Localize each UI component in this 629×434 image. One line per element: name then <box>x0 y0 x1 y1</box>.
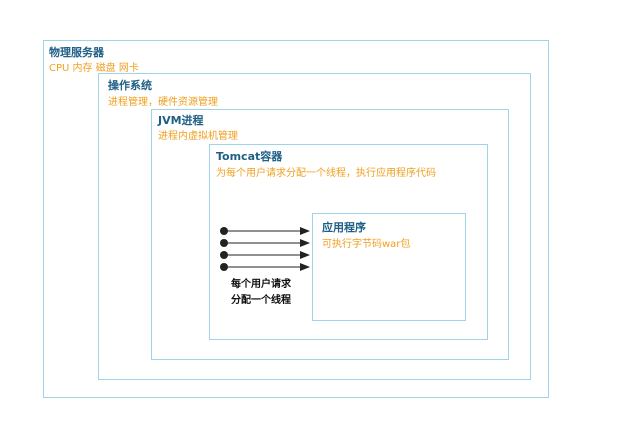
tomcat-title: Tomcat容器 <box>216 150 283 163</box>
physical-server-title: 物理服务器 <box>49 46 104 59</box>
request-caption-line2: 分配一个线程 <box>231 295 291 306</box>
request-dot <box>220 239 228 247</box>
jvm-title: JVM进程 <box>158 114 204 127</box>
request-arrow <box>220 263 310 271</box>
request-dot <box>220 227 228 235</box>
request-arrowhead <box>300 239 310 247</box>
request-arrowhead <box>300 263 310 271</box>
jvm-box <box>151 109 509 360</box>
request-arrows <box>220 227 310 271</box>
application-subtitle: 可执行字节码war包 <box>322 239 411 250</box>
request-arrowhead <box>300 227 310 235</box>
os-subtitle: 进程管理，硬件资源管理 <box>108 97 218 108</box>
request-arrow <box>220 251 310 259</box>
request-arrow <box>220 227 310 235</box>
jvm-subtitle: 进程内虚拟机管理 <box>158 131 238 142</box>
application-box <box>312 213 466 321</box>
tomcat-box <box>209 144 488 340</box>
request-caption: 每个用户请求 分配一个线程 <box>206 277 316 309</box>
request-dot <box>220 263 228 271</box>
request-caption-line1: 每个用户请求 <box>231 279 291 290</box>
request-dot <box>220 251 228 259</box>
request-arrow <box>220 239 310 247</box>
os-title: 操作系统 <box>108 79 152 92</box>
application-title: 应用程序 <box>322 221 366 234</box>
request-arrowhead <box>300 251 310 259</box>
physical-server-box <box>43 40 549 398</box>
physical-server-subtitle: CPU 内存 磁盘 网卡 <box>49 63 139 74</box>
tomcat-subtitle: 为每个用户请求分配一个线程，执行应用程序代码 <box>216 168 436 179</box>
os-box <box>98 73 531 380</box>
